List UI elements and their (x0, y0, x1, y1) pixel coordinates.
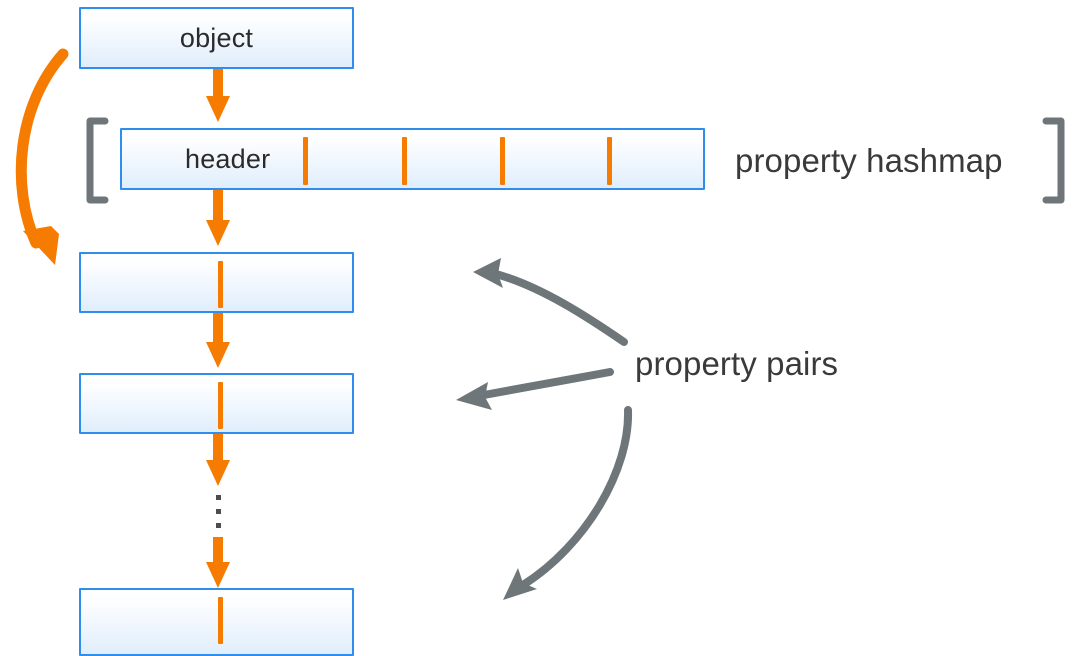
arrow-object-to-header (206, 69, 230, 122)
pair-2-divider-tick (218, 382, 223, 429)
box-property-pair-1[interactable] (79, 252, 354, 313)
box-property-pair-2[interactable] (79, 373, 354, 434)
arrow-pair1-to-pair2 (206, 313, 230, 368)
arrow-ellipsis-to-pairn (206, 537, 230, 588)
header-slot-tick-1 (303, 137, 308, 185)
header-slot-tick-3 (500, 137, 505, 185)
object-to-pairs-curved-arrow (15, 48, 69, 265)
ellipsis-dot-1 (216, 495, 221, 500)
box-property-pair-n[interactable] (79, 588, 354, 656)
box-object[interactable]: object (79, 7, 354, 69)
box-property-pair-n-label (81, 590, 352, 654)
header-slot-tick-4 (607, 137, 612, 185)
pair-1-divider-tick (218, 261, 223, 308)
ellipsis-dot-2 (216, 509, 221, 514)
bracket-right (1042, 117, 1065, 204)
label-property-hashmap: property hashmap (735, 142, 1003, 179)
box-header[interactable]: header (120, 128, 705, 190)
arrow-pair2-to-ellipsis (206, 434, 230, 486)
ellipsis-dot-3 (216, 523, 221, 528)
pair-n-divider-tick (218, 597, 223, 644)
box-header-label: header (185, 143, 271, 174)
gray-arrow-upper (473, 258, 628, 346)
arrow-header-to-pair1 (206, 190, 230, 246)
box-object-label: object (179, 22, 254, 53)
header-slot-tick-2 (402, 137, 407, 185)
box-property-pair-1-label (81, 254, 352, 311)
box-property-pair-2-label (81, 375, 352, 432)
label-property-pairs: property pairs (635, 345, 839, 382)
gray-arrow-lower (503, 406, 633, 600)
bracket-left (86, 117, 109, 204)
gray-arrow-middle (456, 368, 614, 410)
